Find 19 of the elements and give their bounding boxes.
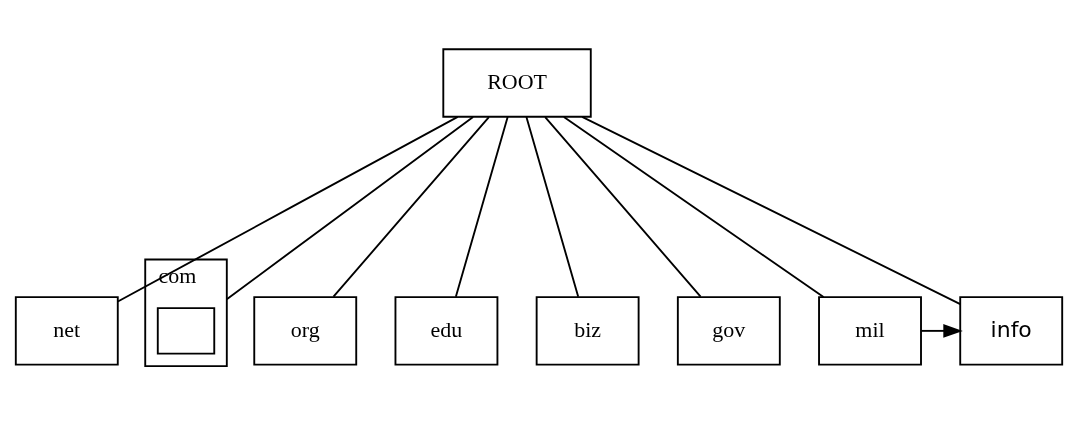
cluster: com <box>144 258 228 368</box>
node-box: gov <box>676 296 781 366</box>
arrow <box>920 324 963 338</box>
connector <box>332 116 490 298</box>
node-box: org <box>253 296 358 366</box>
connector <box>225 116 474 301</box>
connector <box>544 116 702 298</box>
node-box <box>156 307 216 355</box>
node-box: net <box>14 296 119 366</box>
node-box: info <box>959 296 1064 366</box>
connector <box>562 116 825 298</box>
connector <box>581 115 962 305</box>
node-box: biz <box>535 296 640 366</box>
node-box: edu <box>394 296 499 366</box>
node-box: ROOT <box>442 48 592 118</box>
node-box: mil <box>818 296 922 366</box>
connector <box>454 116 509 298</box>
connector <box>525 116 580 298</box>
connector <box>116 115 459 303</box>
